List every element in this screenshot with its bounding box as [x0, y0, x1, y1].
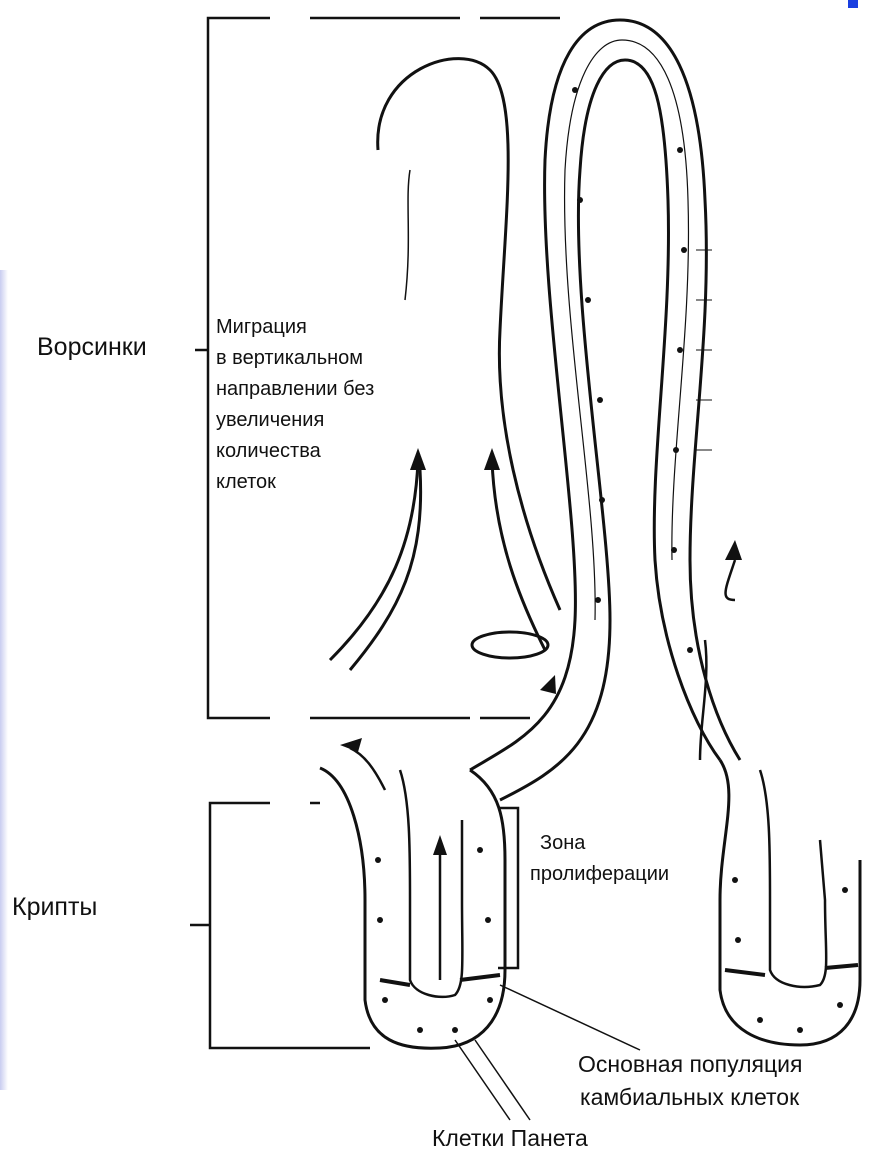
- migration-line-6: клеток: [216, 467, 374, 498]
- crypt-left-nuclei: [375, 847, 493, 1033]
- migration-line-2: в вертикальном: [216, 343, 374, 374]
- cambial-line-2: камбиальных клеток: [578, 1081, 803, 1114]
- crypt-arrows: [350, 560, 735, 980]
- villus-inner-line: [405, 170, 410, 300]
- migration-line-1: Миграция: [216, 312, 374, 343]
- proliferation-zone-label: Зона пролиферации: [530, 828, 669, 890]
- migration-line-5: количества: [216, 436, 374, 467]
- villus-epithelium: [470, 20, 740, 800]
- migration-line-3: направлении без: [216, 374, 374, 405]
- proliferation-line-1: Зона: [530, 828, 669, 859]
- villus-outline-left: [378, 59, 560, 610]
- crypts-label: Крипты: [12, 893, 97, 922]
- paneth-label: Клетки Панета: [432, 1125, 588, 1152]
- villi-label: Ворсинки: [37, 333, 147, 362]
- migration-note: Миграция в вертикальном направлении без …: [216, 312, 374, 498]
- proliferation-bracket: [498, 808, 518, 968]
- cambial-line-1: Основная популяция: [578, 1048, 803, 1081]
- villus-cell-nuclei: [572, 87, 693, 653]
- proliferation-line-2: пролиферации: [530, 859, 669, 890]
- crypt-bracket: [190, 803, 370, 1048]
- migration-line-4: увеличения: [216, 405, 374, 436]
- cambial-label: Основная популяция камбиальных клеток: [578, 1048, 803, 1114]
- crypt-right-nuclei: [732, 877, 848, 1033]
- crypt-left: [320, 768, 505, 1048]
